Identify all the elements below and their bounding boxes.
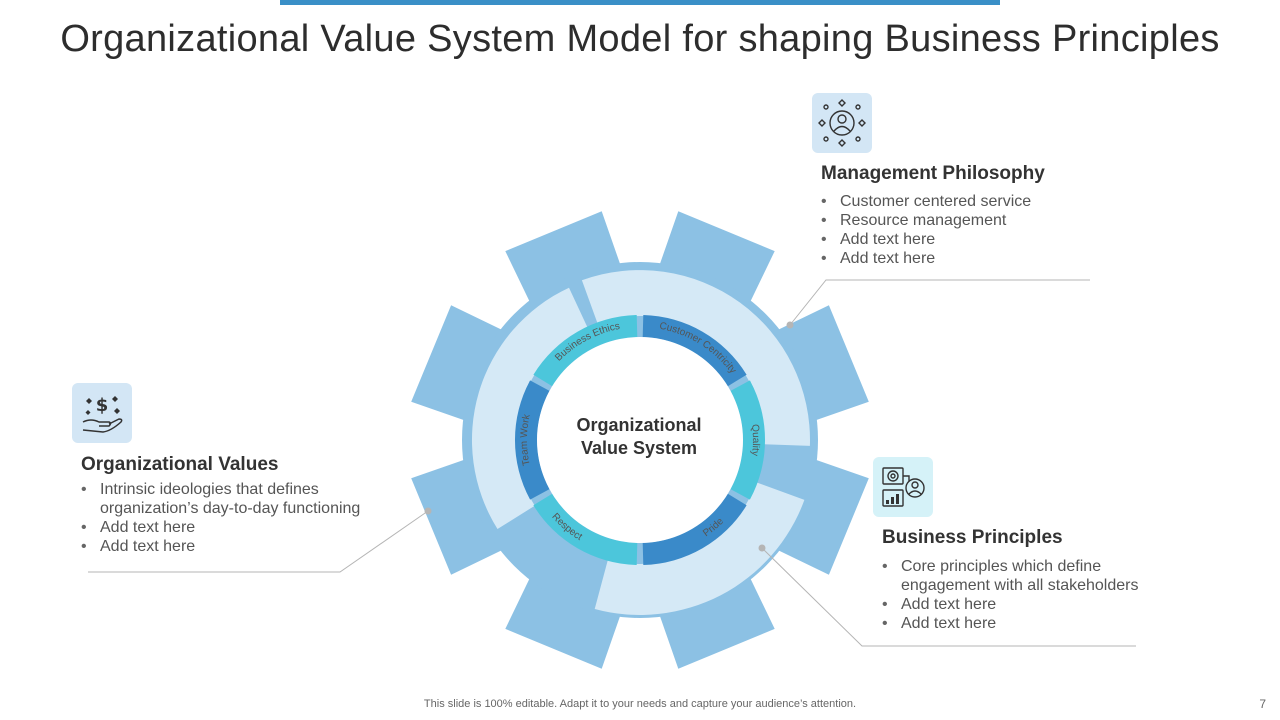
slide-title: Organizational Value System Model for sh… bbox=[60, 18, 1220, 60]
list-item: Add text here bbox=[81, 518, 371, 537]
connector-dot-management bbox=[786, 321, 794, 329]
top-accent-bar bbox=[280, 0, 1000, 5]
connector-principles bbox=[761, 547, 1136, 647]
money-hand-icon: $ bbox=[82, 395, 123, 433]
segment-label-team-work: Team Work bbox=[519, 412, 533, 466]
center-circle bbox=[537, 337, 743, 543]
list-item: Add text here bbox=[882, 595, 1152, 614]
values-title: Organizational Values bbox=[81, 454, 279, 475]
inner-ring-segment bbox=[730, 380, 766, 500]
management-title: Management Philosophy bbox=[821, 163, 1045, 184]
connector-values bbox=[88, 510, 429, 573]
connector-dot-values bbox=[424, 507, 432, 515]
light-ring-segment bbox=[581, 270, 811, 446]
page-number: 7 bbox=[1259, 697, 1266, 711]
inner-ring-segment bbox=[533, 315, 638, 387]
center-label-line2: Value System bbox=[581, 438, 697, 458]
list-item: Intrinsic ideologies that defines organi… bbox=[81, 480, 371, 518]
business-dashboard-icon bbox=[882, 467, 925, 507]
list-item: Add text here bbox=[821, 230, 1081, 249]
list-item: Add text here bbox=[882, 614, 1152, 633]
segment-label-quality: Quality bbox=[749, 424, 761, 457]
light-ring-segment bbox=[594, 482, 805, 615]
values-bullets: Intrinsic ideologies that defines organi… bbox=[81, 480, 371, 556]
principles-title: Business Principles bbox=[882, 527, 1063, 548]
svg-text:$: $ bbox=[96, 395, 109, 416]
list-item: Add text here bbox=[81, 537, 371, 556]
light-ring-segment bbox=[471, 287, 588, 529]
connector-dot-principles bbox=[758, 544, 766, 552]
center-label-line1: Organizational bbox=[576, 415, 701, 435]
principles-bullets: Core principles which define engagement … bbox=[882, 557, 1152, 633]
connector-management bbox=[789, 279, 1090, 326]
list-item: Customer centered service bbox=[821, 192, 1081, 211]
inner-ring-segment bbox=[514, 380, 550, 500]
slide-footer: This slide is 100% editable. Adapt it to… bbox=[423, 698, 857, 710]
list-item: Core principles which define engagement … bbox=[882, 557, 1152, 595]
outer-light-ring bbox=[471, 270, 811, 615]
inner-ring-segment bbox=[642, 315, 747, 387]
principles-icon-box bbox=[873, 457, 933, 517]
management-icon-box bbox=[812, 93, 872, 153]
people-network-icon bbox=[818, 99, 866, 147]
inner-ring-segment bbox=[642, 493, 747, 565]
inner-ring-segment bbox=[533, 493, 638, 565]
inner-value-ring bbox=[514, 315, 766, 565]
list-item: Add text here bbox=[821, 249, 1081, 268]
list-item: Resource management bbox=[821, 211, 1081, 230]
values-icon-box: $ bbox=[72, 383, 132, 443]
management-bullets: Customer centered service Resource manag… bbox=[821, 192, 1081, 268]
